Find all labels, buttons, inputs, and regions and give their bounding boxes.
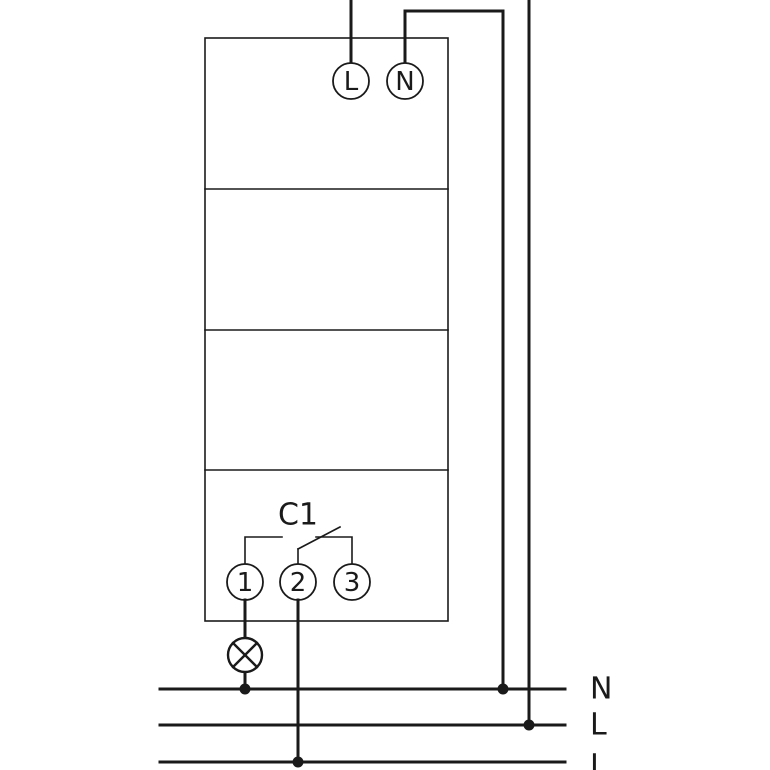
- bus-n-label: N: [590, 672, 612, 707]
- bus-l-2-label: L: [590, 749, 607, 770]
- terminal-2-label: 2: [290, 568, 307, 598]
- junction-dot: [497, 683, 509, 695]
- wire-n-top: [403, 9, 505, 691]
- terminal-3-label: 3: [344, 568, 361, 598]
- contact-blade: [296, 525, 342, 551]
- bus-lines: [158, 687, 567, 764]
- terminal-l: L: [332, 62, 370, 100]
- terminal-l-label: L: [344, 67, 359, 97]
- terminal-n: N: [386, 62, 424, 100]
- terminal-n-label: N: [395, 67, 414, 97]
- lamp-icon: [226, 636, 264, 674]
- terminal-1-label: 1: [237, 568, 254, 598]
- load-wiring: [243, 598, 300, 764]
- junctions: [239, 683, 535, 768]
- contact-c1: C1: [244, 498, 353, 564]
- supply-wiring: [349, 0, 531, 727]
- junction-dot: [292, 756, 304, 768]
- terminal-2: 2: [279, 563, 317, 601]
- terminal-3: 3: [333, 563, 371, 601]
- contact-label: C1: [278, 498, 318, 533]
- contact-1-lead: [244, 536, 283, 564]
- contact-3-lead: [315, 536, 353, 564]
- junction-dot: [523, 719, 535, 731]
- junction-dot: [239, 683, 251, 695]
- bus-l-label: L: [590, 708, 607, 743]
- terminal-1: 1: [226, 563, 264, 601]
- device-enclosure: [204, 37, 449, 622]
